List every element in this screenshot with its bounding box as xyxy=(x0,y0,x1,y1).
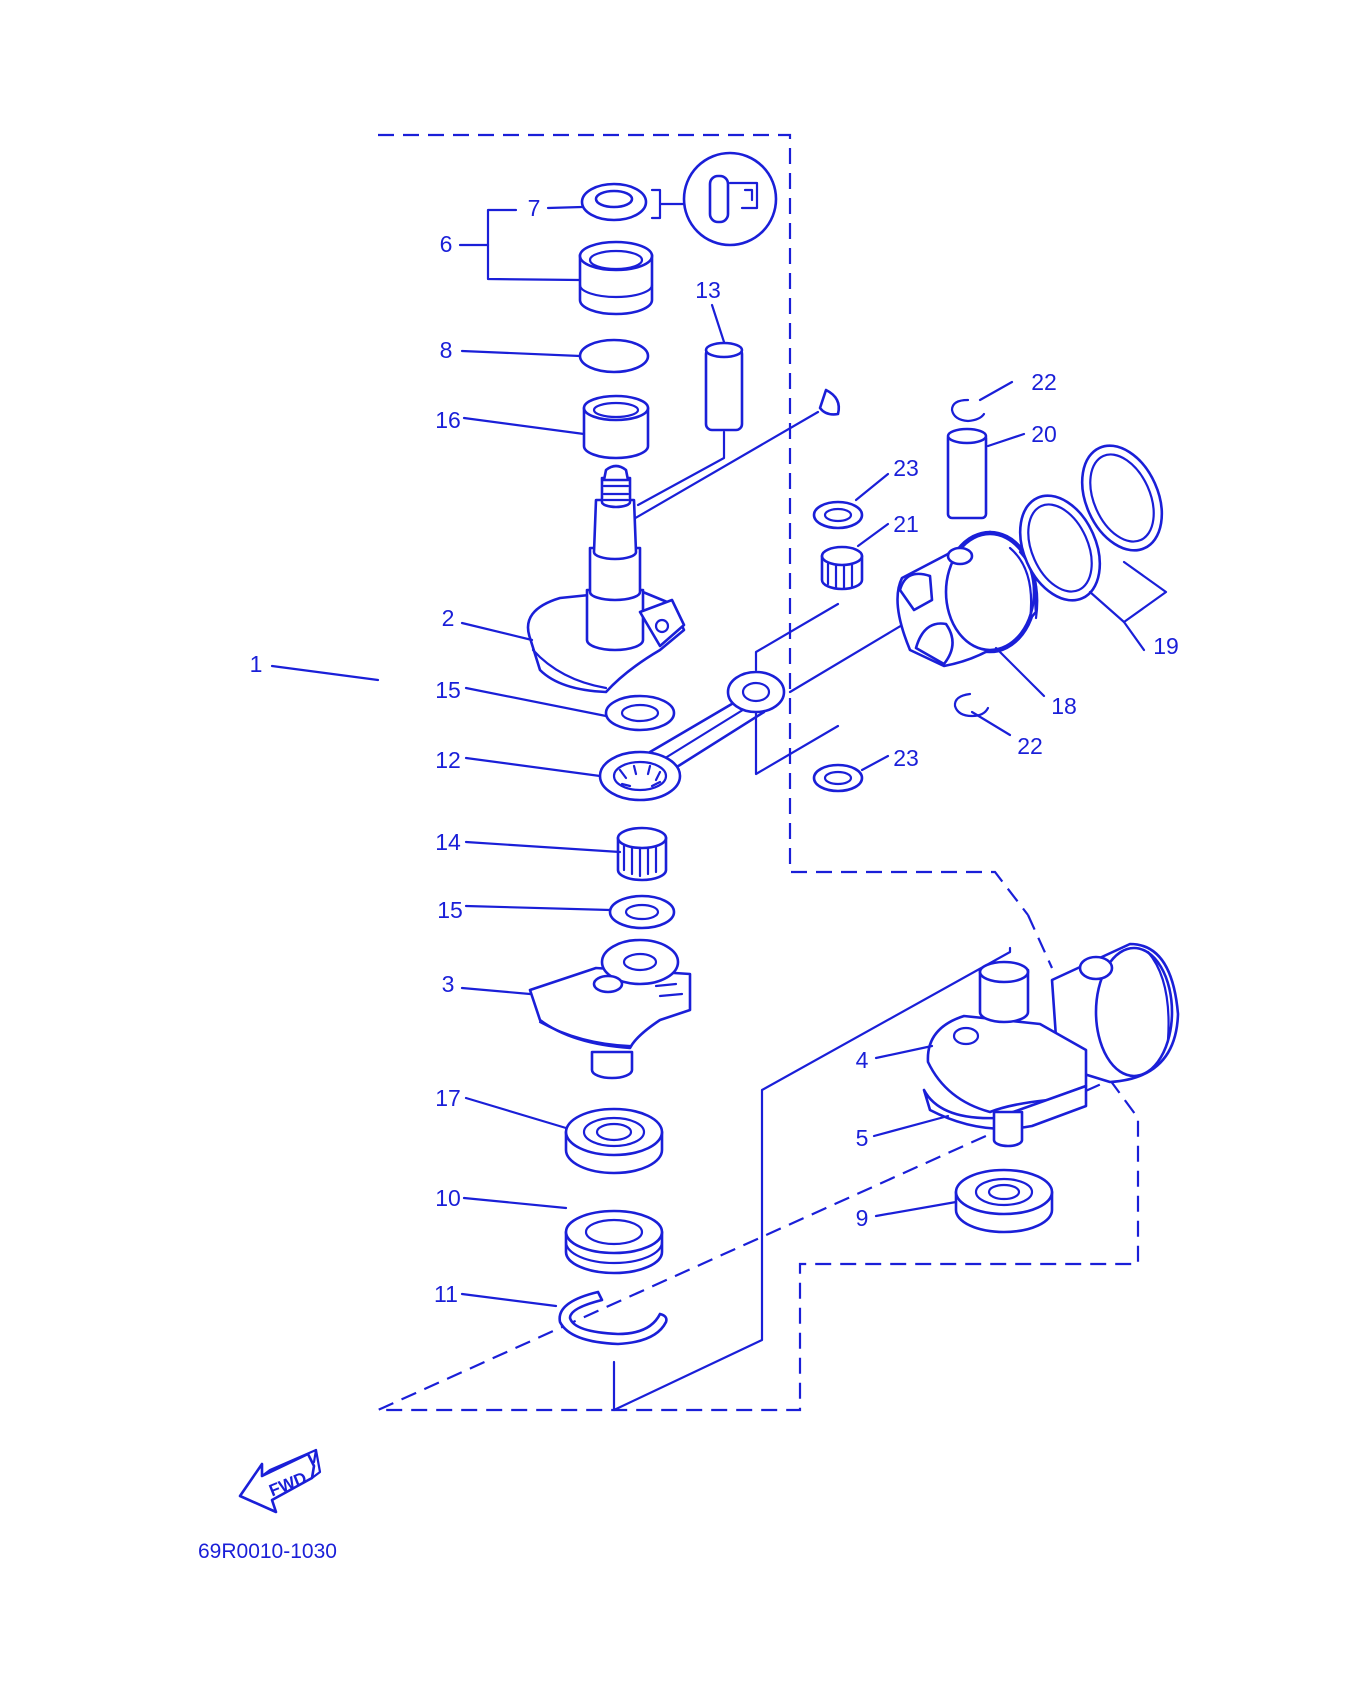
part-13-guide-line xyxy=(636,430,726,507)
woodruff-key xyxy=(818,388,841,416)
callout-22b: 22 xyxy=(1017,733,1043,759)
part-3-lower-crank xyxy=(528,938,692,1080)
part-15-upper-washer xyxy=(604,694,676,732)
part-6-housing xyxy=(578,240,654,316)
callout-17: 17 xyxy=(435,1085,461,1111)
callout-2: 2 xyxy=(442,605,455,631)
callout-19: 19 xyxy=(1153,633,1179,659)
part-14-needle-bearing xyxy=(616,826,668,882)
callout-15b: 15 xyxy=(437,897,463,923)
fwd-arrow-icon: FWD xyxy=(238,1448,322,1514)
part-20-piston-pin xyxy=(946,427,988,520)
callout-21: 21 xyxy=(893,511,919,537)
callout-23a: 23 xyxy=(893,455,919,481)
callout-20: 20 xyxy=(1031,421,1057,447)
grease-symbol-icon xyxy=(682,151,778,247)
woodruff-key-guide-line xyxy=(630,410,820,522)
assembly-4-5-boundary xyxy=(1026,914,1054,969)
callout-14: 14 xyxy=(435,829,461,855)
drawing-code: 69R0010-1030 xyxy=(198,1540,337,1563)
part-19-piston-rings xyxy=(1018,444,1164,602)
callout-7: 7 xyxy=(528,195,541,221)
part-9-bearing xyxy=(954,1168,1054,1234)
callout-6: 6 xyxy=(440,231,453,257)
part-16-bushing xyxy=(582,394,650,460)
part-21-needle-bearing xyxy=(820,545,864,591)
part-12-connecting-rod xyxy=(598,670,786,802)
callout-5: 5 xyxy=(856,1125,869,1151)
callout-9: 9 xyxy=(856,1205,869,1231)
callout-8: 8 xyxy=(440,337,453,363)
part-18-piston xyxy=(896,530,1039,668)
callout-23b: 23 xyxy=(893,745,919,771)
part-11-circlip xyxy=(558,1290,668,1346)
callout-16: 16 xyxy=(435,407,461,433)
callout-4: 4 xyxy=(856,1047,869,1073)
callout-11: 11 xyxy=(434,1281,458,1307)
assembly-1-boundary xyxy=(377,133,1140,1412)
part-8-o-ring xyxy=(578,338,650,374)
part-13-pin xyxy=(704,341,744,432)
callout-1: 1 xyxy=(250,651,263,677)
part-22-upper-clip xyxy=(950,398,986,423)
leader-lines xyxy=(270,205,1168,1308)
part-17-bearing xyxy=(564,1107,664,1175)
callout-13: 13 xyxy=(695,277,721,303)
callout-3: 3 xyxy=(442,971,455,997)
part-22-lower-clip xyxy=(953,692,990,718)
callout-labels: 1 2 3 4 5 6 7 8 9 10 11 12 13 14 15 15 1… xyxy=(250,195,1179,1307)
part-2-upper-crankshaft xyxy=(526,464,686,694)
part-4-5-assembled-crank xyxy=(922,942,1180,1148)
callout-10: 10 xyxy=(435,1185,461,1211)
part-15-lower-washer xyxy=(608,894,676,930)
callout-15a: 15 xyxy=(435,677,461,703)
part-23-upper-washer xyxy=(812,500,864,530)
callout-18: 18 xyxy=(1051,693,1077,719)
part-23-lower-washer xyxy=(812,763,864,793)
callout-12: 12 xyxy=(435,747,461,773)
part-7-oil-seal xyxy=(580,182,648,222)
lower-guide-line xyxy=(612,946,1012,1412)
callout-22a: 22 xyxy=(1031,369,1057,395)
part-10-oil-seal xyxy=(564,1209,664,1275)
